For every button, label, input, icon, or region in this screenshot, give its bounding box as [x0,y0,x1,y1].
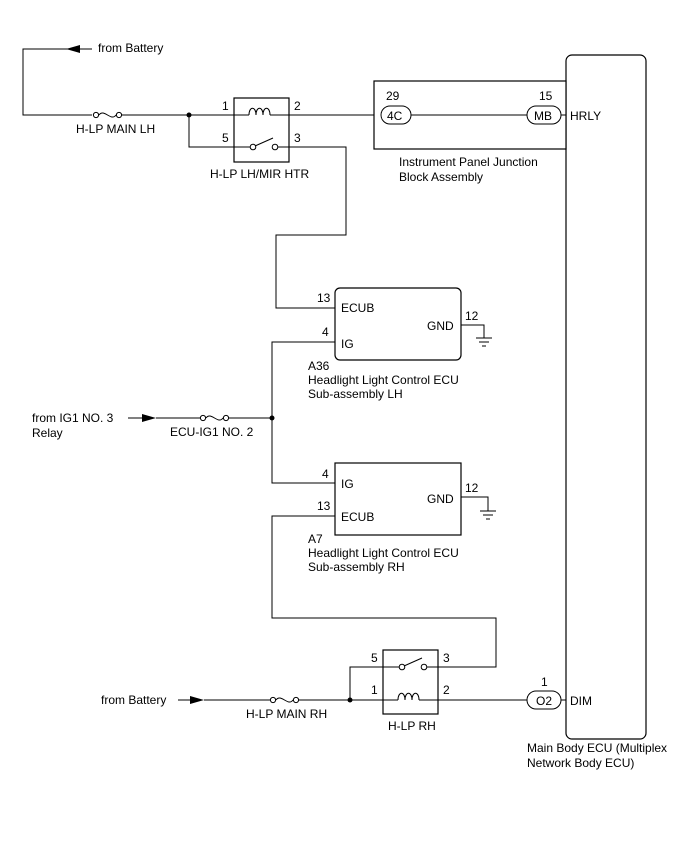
ecu-lh-ground-icon [476,337,492,347]
wire-ecu-lh-gnd [461,324,485,338]
relay-rh-switch-icon [383,657,438,671]
ecu-rh-code: A7 [308,532,323,546]
fuse-hlp-main-lh-label: H-LP MAIN LH [76,122,155,136]
wire-ig-to-ecu-lh [271,341,335,418]
main-body-ecu-hrly-terminal: HRLY [570,109,601,123]
ecu-rh-name-line2: Sub-assembly RH [308,560,405,574]
fuse-hlp-main-rh-label: H-LP MAIN RH [246,707,327,721]
relay-lh-coil-icon [234,107,289,116]
jb-left-pin: 29 [386,89,400,103]
battery-top-label: from Battery [98,41,163,55]
ig1-source-line1: from IG1 NO. 3 [32,411,114,425]
ecu-rh-ig-pin: 4 [322,467,329,481]
ecu-lh-ecub-pin: 13 [317,291,331,305]
relay-hlp-rh [382,649,439,715]
battery-top-arrow-icon [66,45,92,53]
jb-right-pin: 15 [539,89,553,103]
ecu-lh-ig-pin: 4 [322,325,329,339]
relay-hlp-lh-mir-htr [233,97,290,163]
fuse-hlp-main-rh-icon [269,696,300,704]
ecu-lh-gnd-pin: 12 [465,309,479,323]
ecu-rh-name-line1: Headlight Light Control ECU [308,546,459,560]
ecu-lh-ig-terminal: IG [341,337,354,351]
ecu-rh-ground-icon [480,510,496,520]
main-body-ecu-box [565,54,647,740]
ecu-lh-box [334,287,462,361]
wire-ecu-rh-ecub-to-relay-rh [271,515,497,668]
relay-lh-switch-icon [234,137,289,151]
relay-lh-pin5: 5 [222,131,229,145]
ecu-rh-gnd-pin: 12 [465,481,479,495]
ecu-rh-ecub-pin: 13 [317,499,331,513]
relay-rh-pin5: 5 [371,651,378,665]
jb-right-connector-label: MB [534,109,552,123]
relay-rh-coil-icon [383,692,438,701]
battery-bottom-label: from Battery [101,693,166,707]
ecu-lh-ecub-terminal: ECUB [341,301,374,315]
fuse-ecu-ig1-no2-icon [199,414,230,422]
dim-pin: 1 [541,675,548,689]
wire-ecu-rh-gnd [461,496,489,511]
wire-to-relay-lh-pin5 [188,115,234,148]
relay-lh-pin3: 3 [294,131,301,145]
relay-lh-name: H-LP LH/MIR HTR [210,167,309,181]
ecu-lh-name-line2: Sub-assembly LH [308,387,403,401]
ig1-arrow-icon [128,414,156,422]
ecu-rh-ecub-terminal: ECUB [341,510,374,524]
main-body-ecu-name-line2: Network Body ECU) [527,756,634,770]
ecu-lh-gnd-terminal: GND [427,319,454,333]
relay-rh-name: H-LP RH [388,719,436,733]
main-body-ecu-dim-terminal: DIM [570,694,592,708]
ecu-lh-code: A36 [308,359,330,373]
relay-rh-pin1: 1 [371,683,378,697]
relay-rh-pin2: 2 [443,683,450,697]
relay-lh-pin2: 2 [294,99,301,113]
wire-relay-lh-to-ecu-lh-ecub [275,146,347,309]
ecu-rh-ig-terminal: IG [341,477,354,491]
wire-ig-to-ecu-rh [271,418,335,484]
wire-to-relay-rh-pin5 [349,666,383,700]
jb-name-line1: Instrument Panel Junction [399,155,538,169]
ecu-lh-name-line1: Headlight Light Control ECU [308,373,459,387]
jb-name-line2: Block Assembly [399,170,483,184]
relay-lh-pin1: 1 [222,99,229,113]
main-body-ecu-name-line1: Main Body ECU (Multiplex [527,741,667,755]
ig1-source-line2: Relay [32,426,63,440]
jb-left-connector-label: 4C [387,109,403,123]
battery-bottom-arrow-icon [178,696,204,704]
o2-connector-label: O2 [536,694,552,708]
fuse-hlp-main-lh-icon [92,111,123,119]
ecu-rh-box [334,462,462,536]
relay-rh-pin3: 3 [443,651,450,665]
fuse-ecu-ig1-no2-label: ECU-IG1 NO. 2 [170,425,254,439]
ecu-rh-gnd-terminal: GND [427,492,454,506]
battery-top-wire [22,48,92,116]
